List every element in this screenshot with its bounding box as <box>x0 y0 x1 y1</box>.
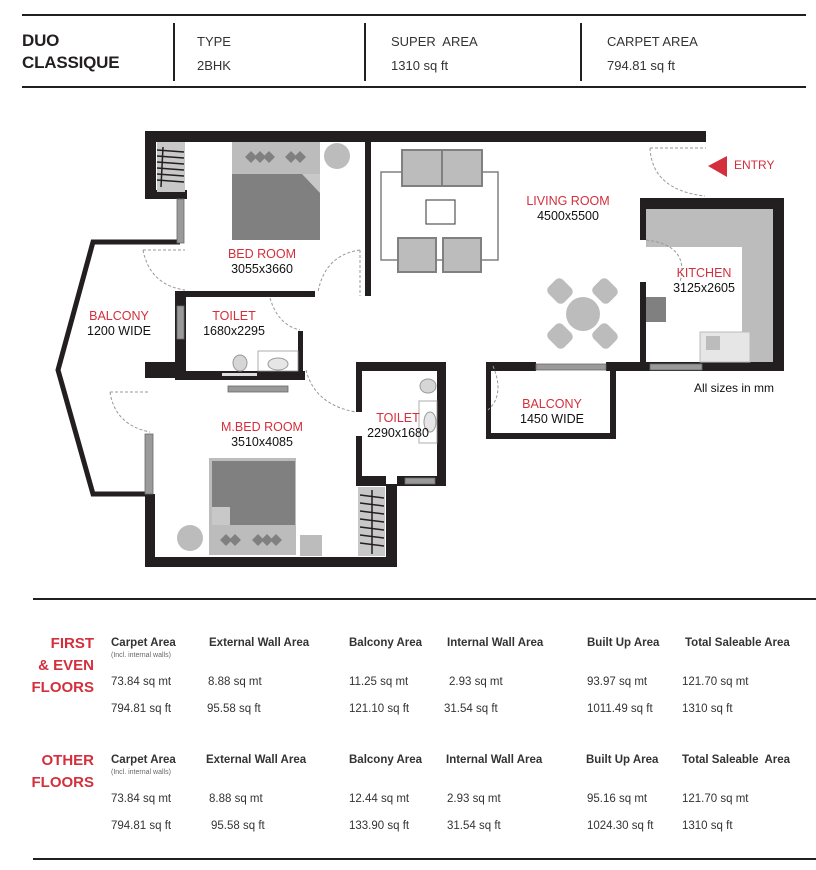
entry-arrow-icon <box>708 156 727 177</box>
room-size: 1200 WIDE <box>87 324 151 338</box>
room-size: 3510x4085 <box>231 435 293 449</box>
room-size: 1450 WIDE <box>520 412 584 426</box>
room-bedroom: BED ROOM 3055x3660 <box>220 247 304 277</box>
unit-title: DUO CLASSIQUE <box>22 30 120 74</box>
col-header-balcony: Balcony Area <box>349 754 423 766</box>
cell-internal-sqft: 31.54 sq ft <box>447 820 501 832</box>
cell-balcony-sqft: 121.10 sq ft <box>349 703 410 715</box>
room-name: KITCHEN <box>676 266 732 280</box>
col-header-built-up: Built Up Area <box>587 637 660 649</box>
header-divider <box>173 23 175 81</box>
room-living: LIVING ROOM 4500x5500 <box>520 194 616 224</box>
cell-balcony-sqmt: 11.25 sq mt <box>349 676 409 688</box>
super-area-cell: SUPER AREA 1310 sq ft <box>391 34 478 74</box>
cell-carpet-sqft: 794.81 sq ft <box>111 820 172 832</box>
cell-total-sqmt: 121.70 sq mt <box>682 676 749 688</box>
col-header-internal-wall: Internal Wall Area <box>447 637 544 649</box>
cell-builtup-sqft: 1024.30 sq ft <box>587 820 654 832</box>
col-header-internal-wall: Internal Wall Area <box>446 754 543 766</box>
cell-internal-sqmt: 2.93 sq mt <box>447 793 501 805</box>
cell-builtup-sqft: 1011.49 sq ft <box>587 703 653 715</box>
col-subheader-carpet: (Incl. internal walls) <box>111 652 171 659</box>
type-cell: TYPE 2BHK <box>197 34 231 74</box>
room-name: TOILET <box>212 309 256 323</box>
room-name: BALCONY <box>522 397 582 411</box>
header-top-rule <box>22 14 806 16</box>
room-size: 2290x1680 <box>367 426 429 440</box>
cell-carpet-sqmt: 73.84 sq mt <box>111 793 172 805</box>
cell-total-sqft: 1310 sq ft <box>682 820 733 832</box>
cell-balcony-sqft: 133.90 sq ft <box>349 820 410 832</box>
col-header-total-saleable: Total Saleable Area <box>682 754 791 766</box>
col-subheader-carpet: (Incl. internal walls) <box>111 769 171 776</box>
room-name: BED ROOM <box>227 247 297 261</box>
col-header-carpet: Carpet Area <box>111 637 176 649</box>
room-size: 3125x2605 <box>673 281 735 295</box>
super-area-value: 1310 sq ft <box>391 58 449 73</box>
room-balcony-center: BALCONY 1450 WIDE <box>512 397 592 427</box>
cell-external-sqmt: 8.88 sq mt <box>209 793 263 805</box>
carpet-area-value: 794.81 sq ft <box>607 58 675 73</box>
unit-title-line2: CLASSIQUE <box>22 53 120 72</box>
room-toilet-2: TOILET 2290x1680 <box>360 411 436 441</box>
col-header-external-wall: External Wall Area <box>209 637 310 649</box>
super-area-label: SUPER AREA <box>391 34 478 49</box>
floor-plan <box>55 131 784 567</box>
room-size: 4500x5500 <box>537 209 599 223</box>
floor-title-other: OTHER FLOORS <box>31 752 95 791</box>
entry-label: ENTRY <box>734 158 775 172</box>
type-value: 2BHK <box>197 58 231 73</box>
col-header-built-up: Built Up Area <box>586 754 659 766</box>
col-header-carpet: Carpet Area <box>111 754 176 766</box>
room-size: 3055x3660 <box>231 262 293 276</box>
cell-external-sqmt: 8.88 sq mt <box>208 676 262 688</box>
units-note: All sizes in mm <box>694 381 775 395</box>
cell-builtup-sqmt: 93.97 sq mt <box>587 676 648 688</box>
carpet-area-cell: CARPET AREA 794.81 sq ft <box>607 34 698 74</box>
cell-total-sqft: 1310 sq ft <box>682 703 733 715</box>
room-master-bedroom: M.BED ROOM 3510x4085 <box>212 420 312 450</box>
col-header-total-saleable: Total Saleable Area <box>685 637 790 649</box>
cell-balcony-sqmt: 12.44 sq mt <box>349 793 410 805</box>
room-kitchen: KITCHEN 3125x2605 <box>666 266 742 296</box>
cell-external-sqft: 95.58 sq ft <box>211 820 265 832</box>
cell-total-sqmt: 121.70 sq mt <box>682 793 749 805</box>
cell-builtup-sqmt: 95.16 sq mt <box>587 793 648 805</box>
room-name: TOILET <box>376 411 420 425</box>
header-divider <box>364 23 366 81</box>
floor-title-first-even: FIRST & EVEN FLOORS <box>31 635 95 696</box>
type-label: TYPE <box>197 34 231 49</box>
carpet-area-label: CARPET AREA <box>607 34 698 49</box>
table-bottom-rule <box>33 858 816 860</box>
room-balcony-left: BALCONY 1200 WIDE <box>80 309 158 339</box>
room-name: LIVING ROOM <box>526 194 610 208</box>
room-name: M.BED ROOM <box>221 420 303 434</box>
header-divider <box>580 23 582 81</box>
room-toilet-1: TOILET 1680x2295 <box>196 309 272 339</box>
unit-title-line1: DUO <box>22 31 60 50</box>
cell-internal-sqmt: 2.93 sq mt <box>449 676 503 688</box>
room-size: 1680x2295 <box>203 324 265 338</box>
col-header-balcony: Balcony Area <box>349 637 423 649</box>
room-name: BALCONY <box>89 309 149 323</box>
cell-internal-sqft: 31.54 sq ft <box>444 703 498 715</box>
table-top-rule <box>33 598 816 600</box>
cell-external-sqft: 95.58 sq ft <box>207 703 261 715</box>
cell-carpet-sqmt: 73.84 sq mt <box>111 676 172 688</box>
cell-carpet-sqft: 794.81 sq ft <box>111 703 172 715</box>
header-bottom-rule <box>22 86 806 88</box>
col-header-external-wall: External Wall Area <box>206 754 307 766</box>
